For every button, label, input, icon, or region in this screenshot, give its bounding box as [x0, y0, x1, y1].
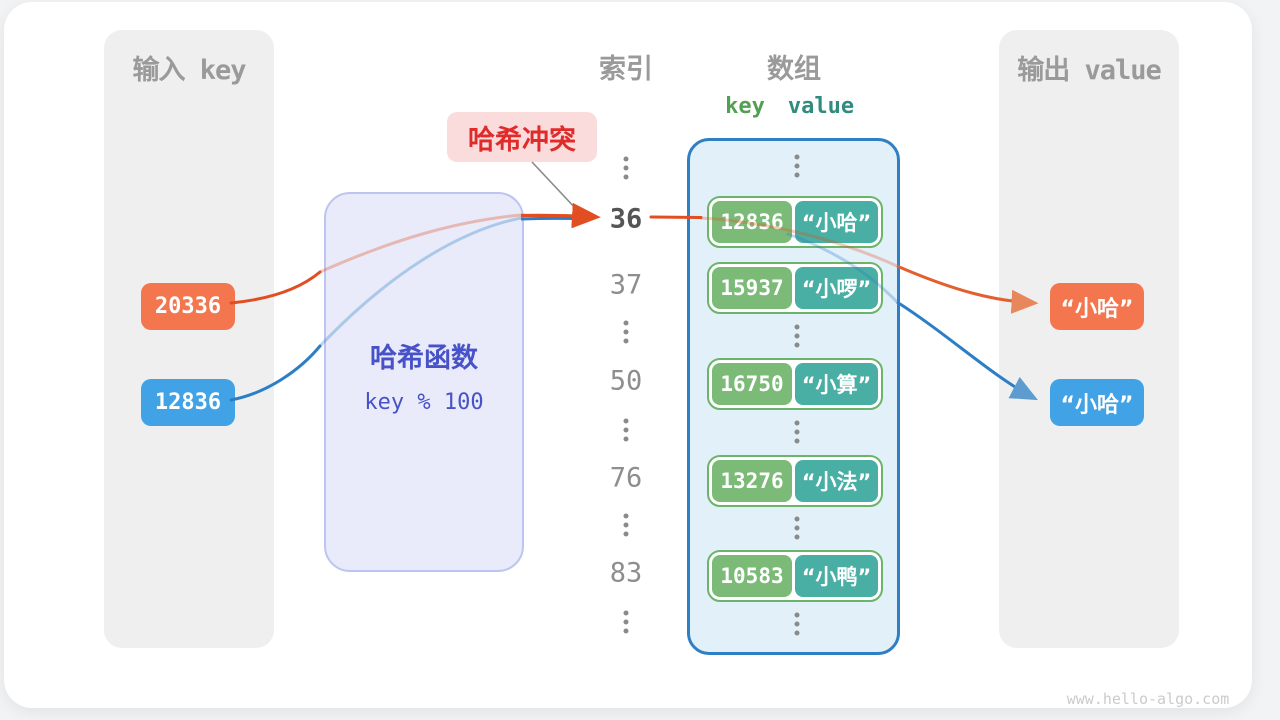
- array-key-cell: 15937: [712, 267, 792, 309]
- array-panel: 12836 “小哈” 15937 “小啰” 16750 “小算” 13276 “…: [687, 138, 900, 655]
- output-value-blue: “小哈”: [1050, 379, 1144, 426]
- index-value-37: 37: [609, 269, 643, 301]
- ellipsis-icon: [623, 513, 629, 537]
- ellipsis-icon: [794, 612, 800, 636]
- array-row-50: 16750 “小算”: [707, 358, 883, 410]
- hash-function-title: 哈希函数: [370, 343, 478, 374]
- index-column-title: 索引: [599, 54, 653, 85]
- array-value-cell: “小算”: [795, 363, 878, 405]
- array-row-37: 15937 “小啰”: [707, 262, 883, 314]
- ellipsis-icon: [623, 418, 629, 442]
- array-row-36: 12836 “小哈”: [707, 196, 883, 248]
- output-panel-title: 输出 value: [1017, 55, 1162, 86]
- ellipsis-icon: [623, 610, 629, 634]
- array-column-title: 数组: [767, 54, 821, 85]
- hash-function-formula: key % 100: [364, 390, 484, 415]
- ellipsis-icon: [623, 156, 629, 180]
- ellipsis-icon: [794, 420, 800, 444]
- index-value-83: 83: [609, 557, 643, 589]
- array-key-cell: 10583: [712, 555, 792, 597]
- array-row-83: 10583 “小鸭”: [707, 550, 883, 602]
- index-value-50: 50: [609, 365, 643, 397]
- input-key-20336: 20336: [141, 283, 235, 330]
- watermark: www.hello-algo.com: [1066, 690, 1230, 708]
- array-key-cell: 16750: [712, 363, 792, 405]
- input-key-12836: 12836: [141, 379, 235, 426]
- index-value-36: 36: [609, 203, 643, 235]
- index-value-76: 76: [609, 462, 643, 494]
- input-panel-title: 输入 key: [132, 55, 246, 86]
- ellipsis-icon: [794, 324, 800, 348]
- output-value-orange: “小哈”: [1050, 283, 1144, 330]
- diagram-card: 输入 key 20336 12836 哈希函数 key % 100 哈希冲突 索…: [4, 2, 1252, 708]
- hash-function-box: 哈希函数 key % 100: [324, 192, 524, 572]
- array-value-header: value: [787, 94, 855, 119]
- array-key-cell: 13276: [712, 460, 792, 502]
- array-value-cell: “小法”: [795, 460, 878, 502]
- ellipsis-icon: [794, 154, 800, 178]
- output-value-panel: 输出 value: [999, 30, 1179, 648]
- array-value-cell: “小哈”: [795, 201, 878, 243]
- array-value-cell: “小鸭”: [795, 555, 878, 597]
- input-key-panel: 输入 key: [104, 30, 274, 648]
- array-key-header: key: [725, 94, 765, 119]
- array-key-cell: 12836: [712, 201, 792, 243]
- array-row-76: 13276 “小法”: [707, 455, 883, 507]
- ellipsis-icon: [623, 320, 629, 344]
- array-value-cell: “小啰”: [795, 267, 878, 309]
- ellipsis-icon: [794, 516, 800, 540]
- hash-collision-badge: 哈希冲突: [447, 112, 597, 162]
